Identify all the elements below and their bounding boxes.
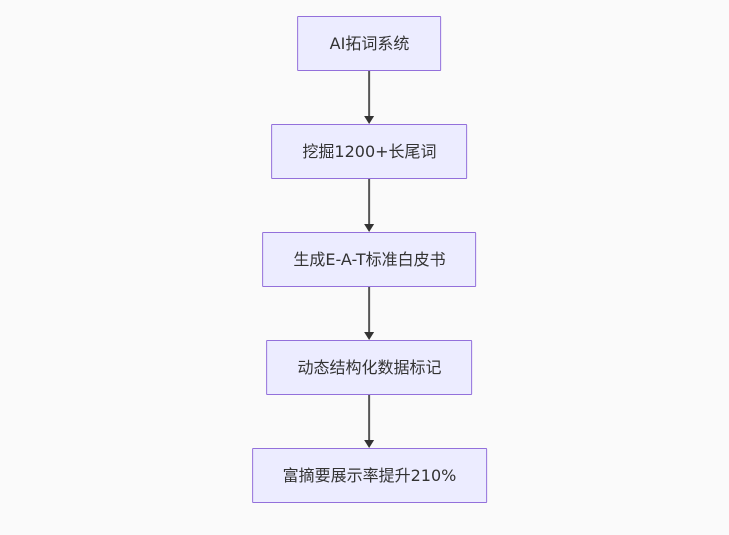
node-label: 挖掘1200+长尾词: [302, 141, 437, 161]
flowchart: AI拓词系统 挖掘1200+长尾词 生成E-A-T标准白皮书 动态结构化数据标记…: [251, 16, 488, 503]
arrow-down-icon: [364, 332, 375, 340]
node-label: 动态结构化数据标记: [297, 357, 442, 377]
arrow-line: [368, 71, 371, 116]
arrow-down-icon: [364, 224, 375, 232]
arrow-down-icon: [364, 440, 375, 448]
arrow-down-icon: [364, 116, 375, 124]
connector-1: [364, 71, 375, 124]
connector-4: [364, 395, 375, 448]
connector-2: [364, 179, 375, 232]
flowchart-node-rich-snippet-result: 富摘要展示率提升210%: [251, 448, 488, 503]
flowchart-node-ai-system: AI拓词系统: [297, 16, 442, 71]
flowchart-node-longtail-keywords: 挖掘1200+长尾词: [271, 124, 468, 179]
flowchart-node-structured-data: 动态结构化数据标记: [266, 340, 473, 395]
flowchart-node-eat-whitepaper: 生成E-A-T标准白皮书: [262, 232, 477, 287]
node-label: 富摘要展示率提升210%: [282, 465, 457, 485]
node-label: AI拓词系统: [329, 33, 410, 53]
arrow-line: [368, 395, 371, 440]
connector-3: [364, 287, 375, 340]
arrow-line: [368, 287, 371, 332]
node-label: 生成E-A-T标准白皮书: [293, 249, 446, 269]
arrow-line: [368, 179, 371, 224]
